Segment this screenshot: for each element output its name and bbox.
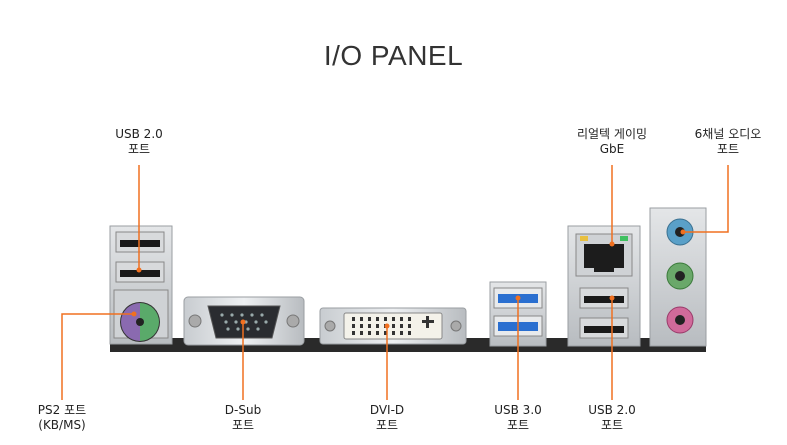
dvid-port: [319, 307, 467, 345]
page-title: I/O PANEL: [323, 40, 464, 71]
callout-dots: [131, 229, 686, 329]
callout-audio: [683, 165, 729, 233]
audio-stack: [649, 207, 707, 347]
label-ps2: PS2 포트(KB/MS): [37, 403, 87, 432]
callout-ps2: [61, 313, 134, 400]
lan-usb20-stack: [567, 225, 641, 347]
usb20-ps2-stack: [109, 225, 173, 345]
callout-lines: [61, 165, 729, 400]
